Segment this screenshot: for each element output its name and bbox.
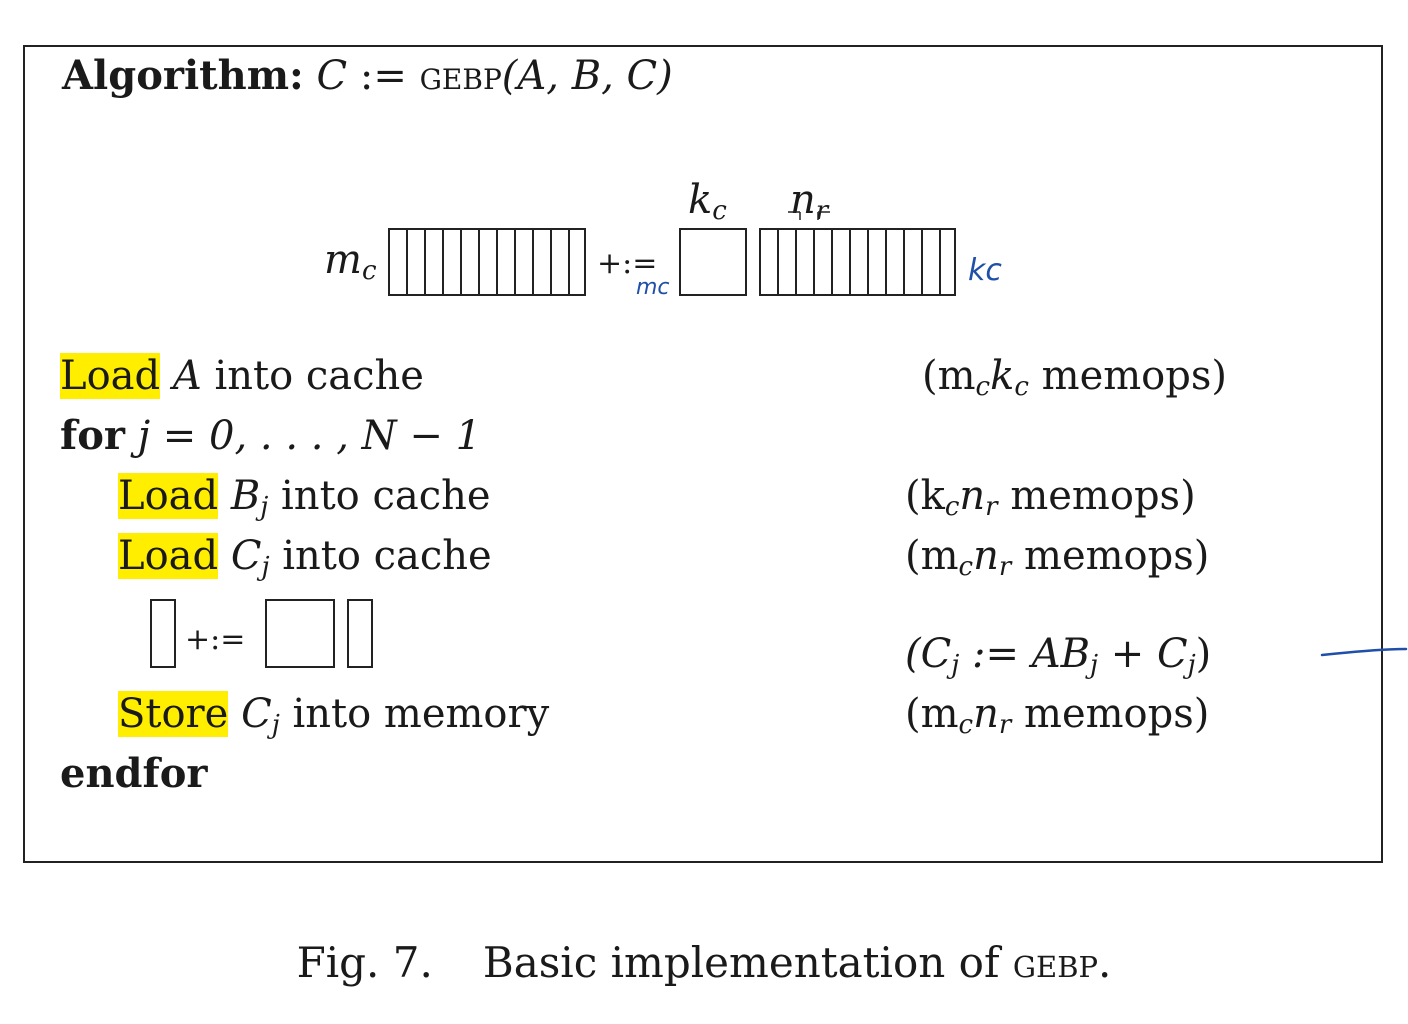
keyword-for: for (60, 412, 125, 459)
step-load-a: Load A into cache (60, 352, 424, 400)
heading-function: gebp (419, 53, 502, 99)
cost-load-a: (mckc memops) (922, 353, 1227, 402)
keyword-store: Store (118, 691, 229, 737)
cost-compute: (Cj := ABj + Cj) (905, 631, 1212, 680)
heading-assign: := (359, 53, 407, 99)
caption-label: Fig. 7. (296, 938, 433, 987)
cost-load-bj: (kcnr memops) (905, 473, 1196, 522)
keyword-load: Load (118, 533, 219, 579)
loop-range: j = 0, . . . , N − 1 (137, 413, 482, 459)
keyword-endfor: endfor (60, 750, 208, 797)
cost-load-cj: (mcnr memops) (905, 533, 1210, 582)
nr-brace (788, 211, 830, 220)
algorithm-label: Algorithm: (62, 52, 304, 99)
algorithm-box (23, 45, 1383, 863)
figure-caption: Fig. 7.Basic implementation of gebp. (296, 938, 1112, 987)
for-loop: for j = 0, . . . , N − 1 (60, 412, 481, 460)
keyword-load: Load (118, 473, 219, 519)
step-store-cj: Store Cj into memory (118, 691, 550, 740)
cost-store-cj: (mcnr memops) (905, 691, 1210, 740)
heading-lhs: C (316, 53, 348, 99)
b-block (759, 228, 956, 296)
a-block (679, 228, 747, 296)
handwritten-annotations (1320, 647, 1408, 657)
var-a: A (172, 353, 202, 399)
compute-operator: +:= (185, 622, 246, 657)
c-block (388, 228, 586, 296)
handwritten-mc: mc (636, 275, 670, 300)
mc-label: mc (324, 237, 377, 286)
handwritten-kc: kc (968, 253, 1002, 288)
step-text: into cache (214, 353, 424, 399)
step-load-bj: Load Bj into cache (118, 473, 491, 522)
algorithm-heading: Algorithm: C := gebp(A, B, C) (62, 52, 673, 100)
nr-label: nr (790, 177, 829, 226)
compute-diagram (150, 599, 373, 668)
heading-args: (A, B, C) (501, 53, 673, 99)
kc-label: kc (688, 177, 727, 226)
diagram-operator: +:= (597, 246, 658, 281)
keyword-load: Load (60, 353, 161, 399)
step-load-cj: Load Cj into cache (118, 533, 492, 582)
